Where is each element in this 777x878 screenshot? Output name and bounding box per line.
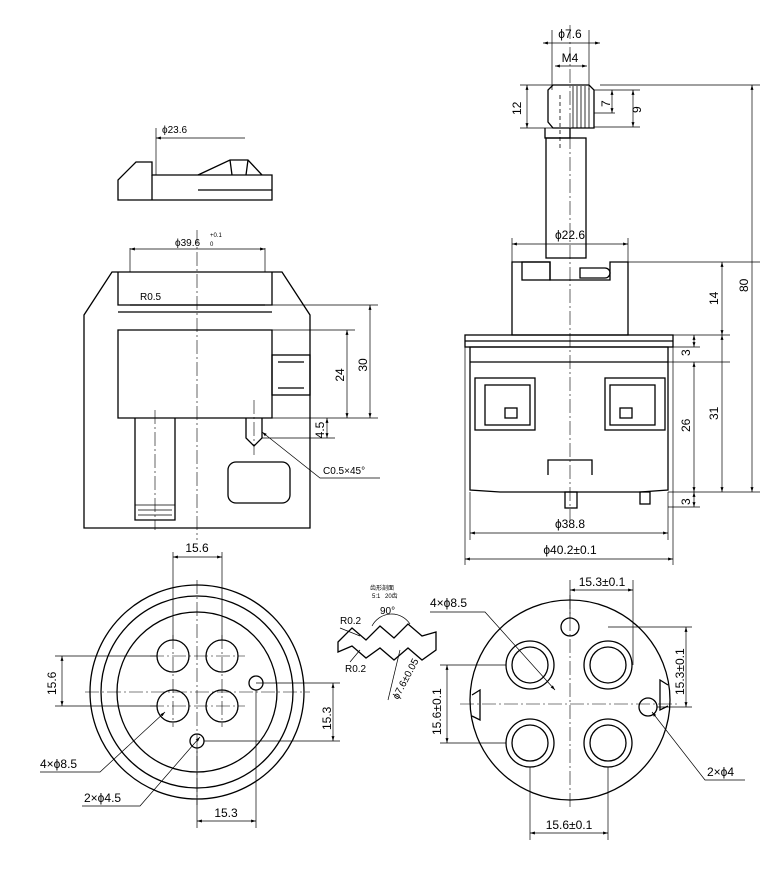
section-diameter-tol-upper: +0.1 bbox=[210, 233, 223, 239]
total-height-label: 80 bbox=[737, 278, 751, 292]
section-height-30: 30 bbox=[356, 358, 370, 372]
detail-scale: 5:1 bbox=[372, 594, 381, 600]
detail-teeth: 20齿 bbox=[385, 592, 398, 600]
spline-tooth-detail: 齿形剖面 5:1 20齿 90° R0.2 R0.2 ϕ7.6±0.05 bbox=[337, 584, 437, 702]
bl-small-holes-label: 2×ϕ4.5 bbox=[84, 791, 121, 805]
br-top-dim: 15.3±0.1 bbox=[579, 575, 626, 589]
pin-height-label: 3 bbox=[679, 498, 693, 505]
cartridge-section-view: ϕ39.6 +0.1 0 R0.5 30 24 4.5 C0.5×45 bbox=[83, 230, 380, 540]
main-body-height-label: 31 bbox=[707, 406, 721, 420]
bl-top-dim: 15.6 bbox=[185, 541, 209, 555]
spline-height-7: 7 bbox=[599, 100, 613, 107]
flange-height-label: 3 bbox=[679, 349, 693, 356]
section-diameter-tol-lower: 0 bbox=[210, 242, 214, 248]
cartridge-bottom-view-left: 15.6 15.6 15.3 15.3 4×ϕ8.5 2×ϕ4.5 bbox=[40, 541, 340, 828]
bl-large-holes-label: 4×ϕ8.5 bbox=[40, 757, 77, 771]
spline-height-9: 9 bbox=[630, 106, 644, 113]
detail-radius-1: R0.2 bbox=[340, 616, 362, 627]
upper-body-diameter-label: ϕ22.6 bbox=[555, 228, 585, 242]
flange-diameter-label: ϕ40.2±0.1 bbox=[543, 543, 597, 557]
bl-right-dim: 15.3 bbox=[320, 706, 334, 730]
br-large-holes-label: 4×ϕ8.5 bbox=[430, 596, 467, 610]
detail-title: 齿形剖面 bbox=[370, 584, 394, 592]
ring-diameter-label: ϕ23.6 bbox=[162, 125, 188, 136]
br-left-dim: 15.6±0.1 bbox=[430, 688, 444, 735]
body-diameter-label: ϕ38.8 bbox=[555, 517, 585, 531]
upper-body-height-label: 14 bbox=[707, 291, 721, 305]
retaining-ring-section: ϕ23.6 bbox=[117, 125, 273, 201]
cartridge-front-view: ϕ7.6 M4 12 7 9 ϕ22.6 bbox=[464, 25, 760, 565]
br-small-holes-label: 2×ϕ4 bbox=[707, 765, 734, 779]
detail-angle: 90° bbox=[380, 606, 395, 617]
section-height-4-5: 4.5 bbox=[313, 421, 327, 438]
window-height-label: 26 bbox=[679, 418, 693, 432]
chamfer-label: C0.5×45° bbox=[323, 466, 365, 477]
stem-height-label: 12 bbox=[510, 101, 524, 115]
detail-diameter: ϕ7.6±0.05 bbox=[391, 657, 422, 702]
cartridge-bottom-view-right: 15.3±0.1 15.3±0.1 15.6±0.1 15.6±0.1 4×ϕ8… bbox=[430, 575, 745, 840]
bl-bottom-dim: 15.3 bbox=[214, 806, 238, 820]
detail-radius-2: R0.2 bbox=[345, 664, 367, 675]
br-bottom-dim: 15.6±0.1 bbox=[546, 818, 593, 832]
bl-left-dim: 15.6 bbox=[45, 671, 59, 695]
section-radius-label: R0.5 bbox=[140, 292, 162, 303]
section-diameter-label: ϕ39.6 bbox=[175, 238, 201, 249]
br-right-dim: 15.3±0.1 bbox=[673, 648, 687, 695]
section-height-24: 24 bbox=[333, 368, 347, 382]
